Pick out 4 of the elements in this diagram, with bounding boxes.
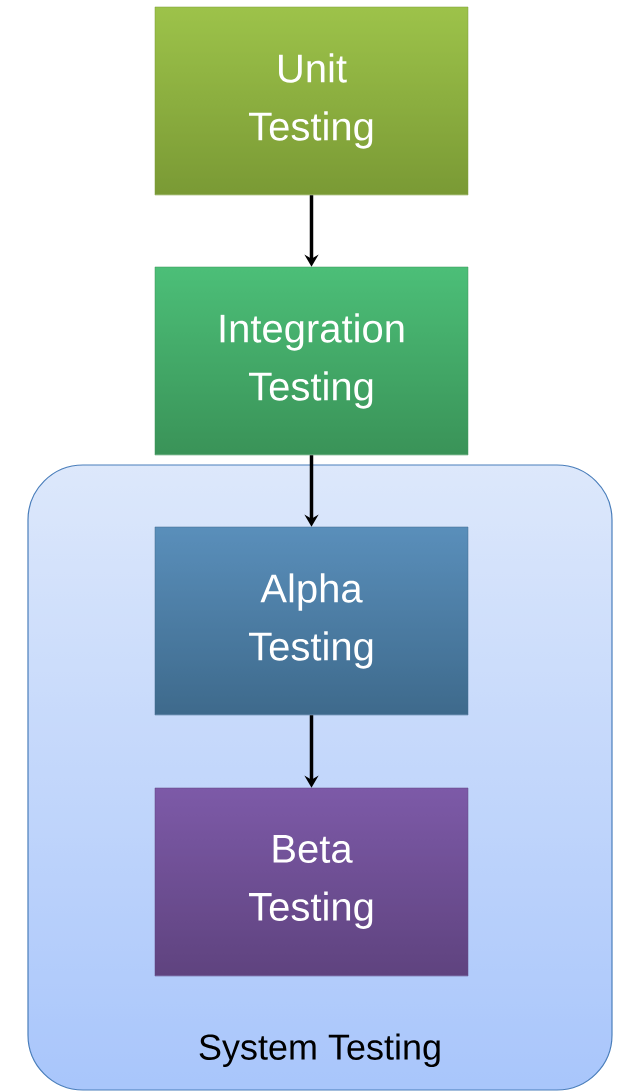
process-box: Alpha Testing xyxy=(154,526,469,716)
process-box: Beta Testing xyxy=(154,787,469,977)
process-box: Integration Testing xyxy=(154,266,469,456)
process-box: Unit Testing xyxy=(154,6,469,196)
